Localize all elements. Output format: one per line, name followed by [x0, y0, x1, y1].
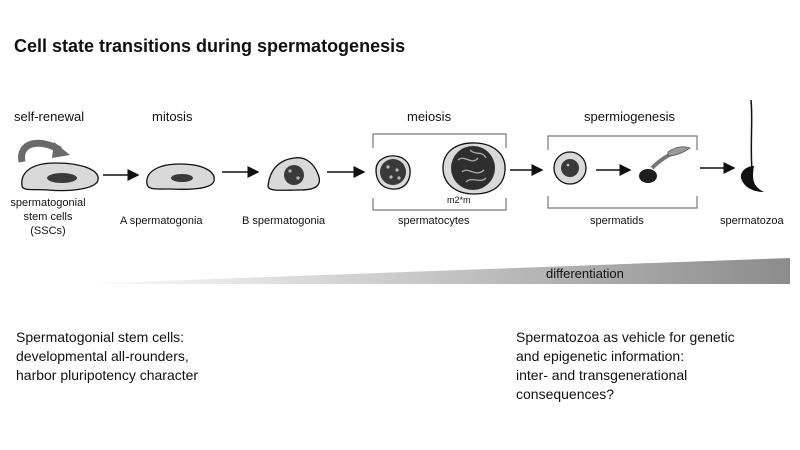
b-spermatogonia-cell	[267, 157, 321, 191]
stage-label-self-renewal: self-renewal	[14, 109, 85, 124]
b-spermatogonia-label: B spermatogonia	[242, 215, 326, 227]
spermiogenesis-bracket-bottom	[547, 196, 698, 209]
spermatid-round-cell	[553, 151, 587, 185]
stage-label-mitosis: mitosis	[152, 109, 193, 124]
spermatids-label: spermatids	[590, 215, 644, 227]
self-renewal-arrow	[18, 139, 70, 163]
note-left-line: developmental all-rounders,	[16, 348, 189, 364]
m2m-label: m2*m	[447, 195, 471, 205]
ssc-label-line1: spermatogonial	[10, 197, 86, 209]
note-right-line: and epigenetic information:	[516, 348, 685, 364]
spermatocyte-cell	[375, 155, 411, 190]
spermiogenesis-bracket-top	[547, 135, 698, 150]
a-spermatogonia-cell	[146, 163, 215, 190]
note-right-line: inter- and transgenerational	[516, 367, 688, 383]
note-left: Spermatogonial stem cells: developmental…	[16, 328, 316, 385]
note-right-line: Spermatozoa as vehicle for genetic	[516, 329, 735, 345]
note-left-line: Spermatogonial stem cells:	[16, 329, 185, 345]
note-right-line: consequences?	[516, 386, 615, 402]
spermatocytes-label: spermatocytes	[398, 215, 470, 227]
differentiation-label: differentiation	[546, 266, 624, 281]
spermatozoon-cell	[740, 99, 764, 192]
ssc-cell	[21, 162, 99, 192]
meiosis-bracket-top	[372, 133, 507, 148]
ssc-label: spermatogonial stem cells (SSCs)	[2, 196, 94, 238]
meiosis-bracket-bottom	[372, 198, 507, 211]
spermatocyte-large-cell	[442, 142, 506, 195]
a-spermatogonia-label: A spermatogonia	[120, 215, 203, 227]
spermatozoa-label: spermatozoa	[720, 215, 784, 227]
note-left-line: harbor pluripotency character	[16, 367, 199, 383]
differentiation-gradient	[75, 258, 790, 284]
stage-label-spermiogenesis: spermiogenesis	[584, 109, 676, 124]
spermatid-elongating-cell	[639, 146, 691, 183]
stage-label-meiosis: meiosis	[407, 109, 452, 124]
ssc-label-line2: stem cells	[23, 211, 73, 223]
note-right: Spermatozoa as vehicle for genetic and e…	[516, 328, 796, 404]
ssc-label-line3: (SSCs)	[30, 225, 66, 237]
page-title: Cell state transitions during spermatoge…	[14, 36, 406, 56]
